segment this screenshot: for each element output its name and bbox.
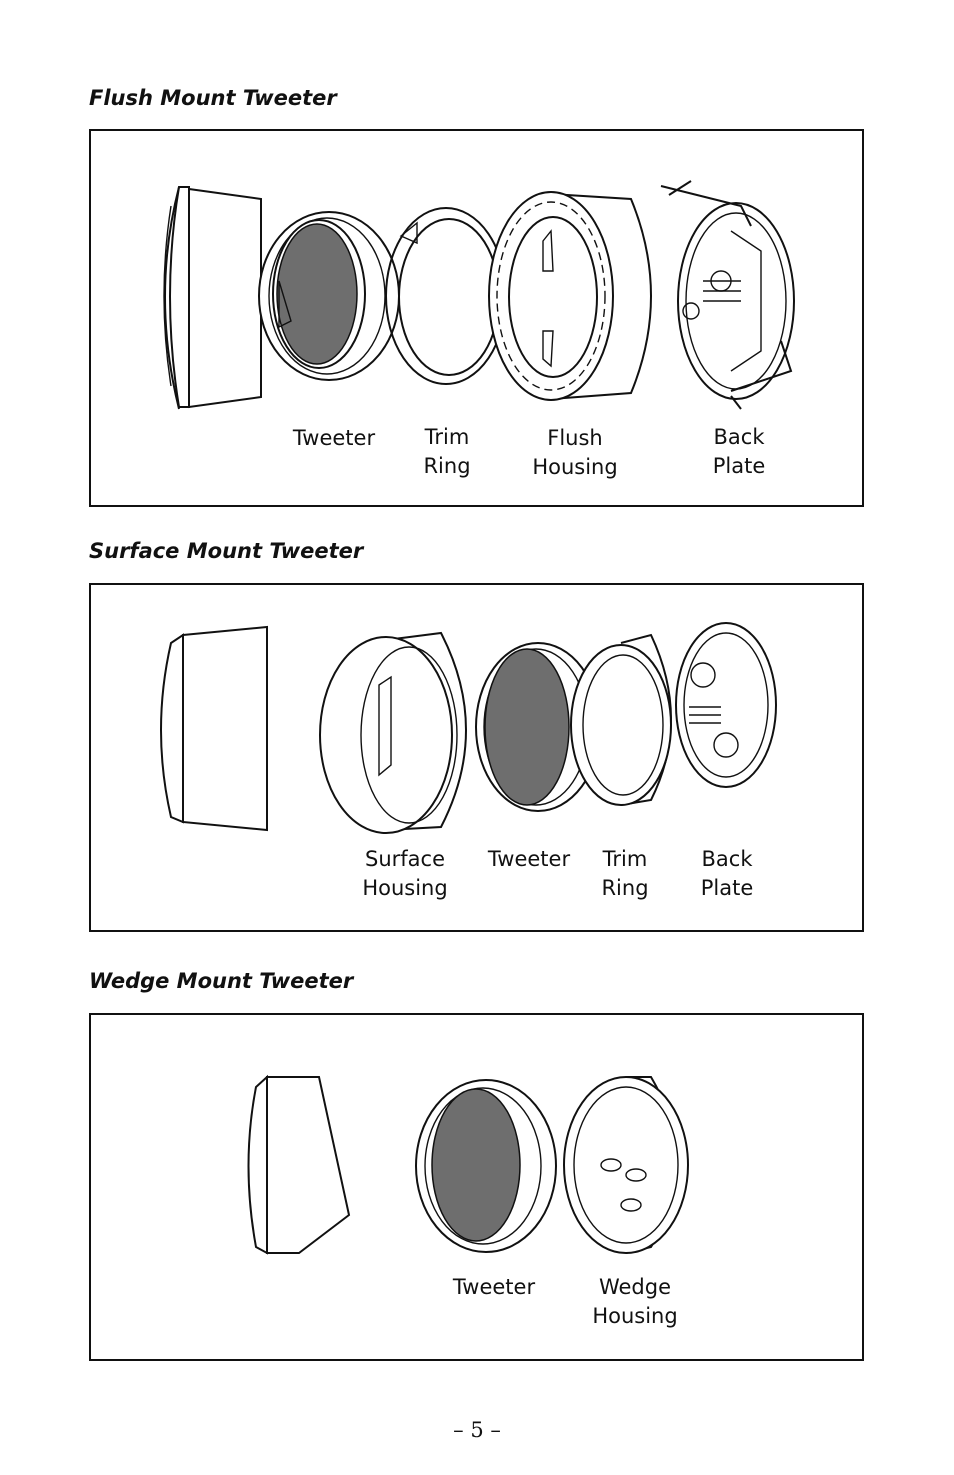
flush-housing-illustration bbox=[488, 191, 652, 401]
wedge-assembled-tweeter-illustration bbox=[247, 1074, 351, 1255]
surface-label-tweeter: Tweeter bbox=[487, 847, 571, 871]
surface-mount-exploded-view bbox=[160, 622, 777, 834]
flush-assembled-tweeter-illustration bbox=[163, 186, 262, 410]
wedge-tweeter-illustration bbox=[415, 1079, 557, 1253]
wedge-housing-illustration bbox=[563, 1076, 689, 1254]
flush-mount-exploded-view bbox=[163, 180, 795, 410]
surface-tweeter-illustration bbox=[475, 642, 601, 812]
surface-back-plate-illustration bbox=[675, 622, 777, 788]
wedge-mount-heading: Wedge Mount Tweeter bbox=[89, 969, 354, 993]
wedge-mount-exploded-view bbox=[247, 1074, 689, 1255]
flush-label-tweeter: Tweeter bbox=[292, 426, 376, 450]
surface-mount-heading: Surface Mount Tweeter bbox=[89, 539, 364, 563]
surface-housing-illustration bbox=[319, 631, 467, 834]
flush-tweeter-illustration bbox=[258, 211, 400, 381]
wedge-label-tweeter: Tweeter bbox=[452, 1275, 536, 1299]
surface-trim-ring-illustration bbox=[570, 633, 672, 806]
flush-back-plate-illustration bbox=[660, 180, 795, 410]
flush-mount-heading: Flush Mount Tweeter bbox=[89, 86, 337, 110]
surface-assembled-tweeter-illustration bbox=[160, 625, 268, 832]
page-number: – 5 – bbox=[453, 1418, 501, 1442]
